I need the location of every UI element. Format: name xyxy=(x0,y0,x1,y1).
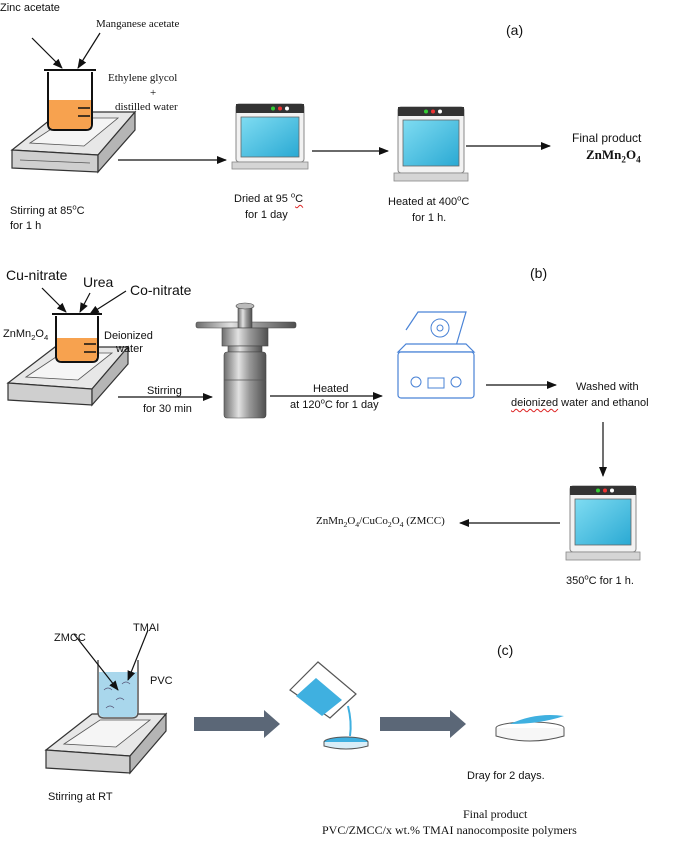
label-350c: 350oC for 1 h. xyxy=(566,572,634,587)
panel-c-label: (c) xyxy=(497,642,514,658)
label-dried-95: Dried at 95 oC xyxy=(234,190,304,205)
label-deionized: Deionized xyxy=(104,330,153,342)
arrow-urea xyxy=(79,292,91,313)
label-znmn2o4-a: ZnMn2O4 xyxy=(586,147,641,165)
label-120c-1day: at 120oC for 1 day xyxy=(290,396,379,411)
label-znmn2o4-b: ZnMn2O4 xyxy=(3,328,49,343)
autoclave xyxy=(195,302,297,419)
label-tmai: TMAI xyxy=(133,622,160,634)
label-final-polymers: PVC/ZMCC/x wt.% TMAI nanocomposite polym… xyxy=(322,823,577,837)
hotplate-c xyxy=(44,712,168,775)
hotplate-a xyxy=(10,110,137,174)
label-plus: + xyxy=(150,87,157,99)
label-zmcc: ZMCC xyxy=(54,632,86,644)
label-final-product-a: Final product xyxy=(572,131,642,145)
label-zinc-acetate: Zinc acetate xyxy=(0,2,60,14)
petri-dish-dry xyxy=(495,715,565,742)
label-30min: for 30 min xyxy=(143,403,192,415)
arrow-tmai xyxy=(127,629,149,681)
centrifuge xyxy=(396,311,476,399)
label-stirring-rt: Stirring at RT xyxy=(48,791,113,803)
label-heated-1h: for 1 h. xyxy=(412,212,447,224)
label-stirring-85: Stirring at 85oC xyxy=(10,202,85,217)
arrow-co xyxy=(89,290,127,315)
block-arrow-c2 xyxy=(380,710,466,738)
petri-dish-pour xyxy=(323,736,369,750)
pouring-beaker xyxy=(289,661,357,737)
label-dried-1day: for 1 day xyxy=(245,209,288,221)
panel-b-label: (b) xyxy=(530,265,548,281)
block-arrow-c1 xyxy=(194,710,280,738)
oven-a2 xyxy=(393,106,469,182)
label-cu-nitrate: Cu-nitrate xyxy=(6,267,68,283)
beaker-b xyxy=(52,313,102,363)
label-deionized-water-ethanol: deionized water and ethanol xyxy=(511,397,649,409)
arrow-cu xyxy=(41,287,67,313)
oven-a1 xyxy=(231,103,309,170)
label-distilled-water: distilled water xyxy=(115,101,178,113)
label-znmn2o4-cuco2o4: ZnMn2O4/CuCo2O4 (ZMCC) xyxy=(316,515,445,530)
label-manganese-acetate: Manganese acetate xyxy=(96,18,180,30)
label-stirring-1h: for 1 h xyxy=(10,220,42,232)
label-heated-b: Heated xyxy=(313,383,349,395)
arrow-manganese xyxy=(77,32,101,69)
arrow-zmcc xyxy=(73,633,119,691)
label-water: water xyxy=(116,343,143,355)
label-co-nitrate: Co-nitrate xyxy=(130,282,192,298)
label-dray-2days: Dray for 2 days. xyxy=(467,770,545,782)
label-pvc: PVC xyxy=(150,675,173,687)
label-final-product-c: Final product xyxy=(463,807,528,821)
oven-b xyxy=(565,485,641,561)
label-heated-400: Heated at 400oC xyxy=(388,193,470,208)
label-urea: Urea xyxy=(83,274,114,290)
label-stirring-b: Stirring xyxy=(147,385,182,397)
panel-a-label: (a) xyxy=(506,22,524,38)
label-washed-with: Washed with xyxy=(576,381,639,393)
beaker-a xyxy=(44,69,96,131)
arrow-zinc xyxy=(31,37,63,69)
label-ethylene-glycol: Ethylene glycol xyxy=(108,72,178,84)
